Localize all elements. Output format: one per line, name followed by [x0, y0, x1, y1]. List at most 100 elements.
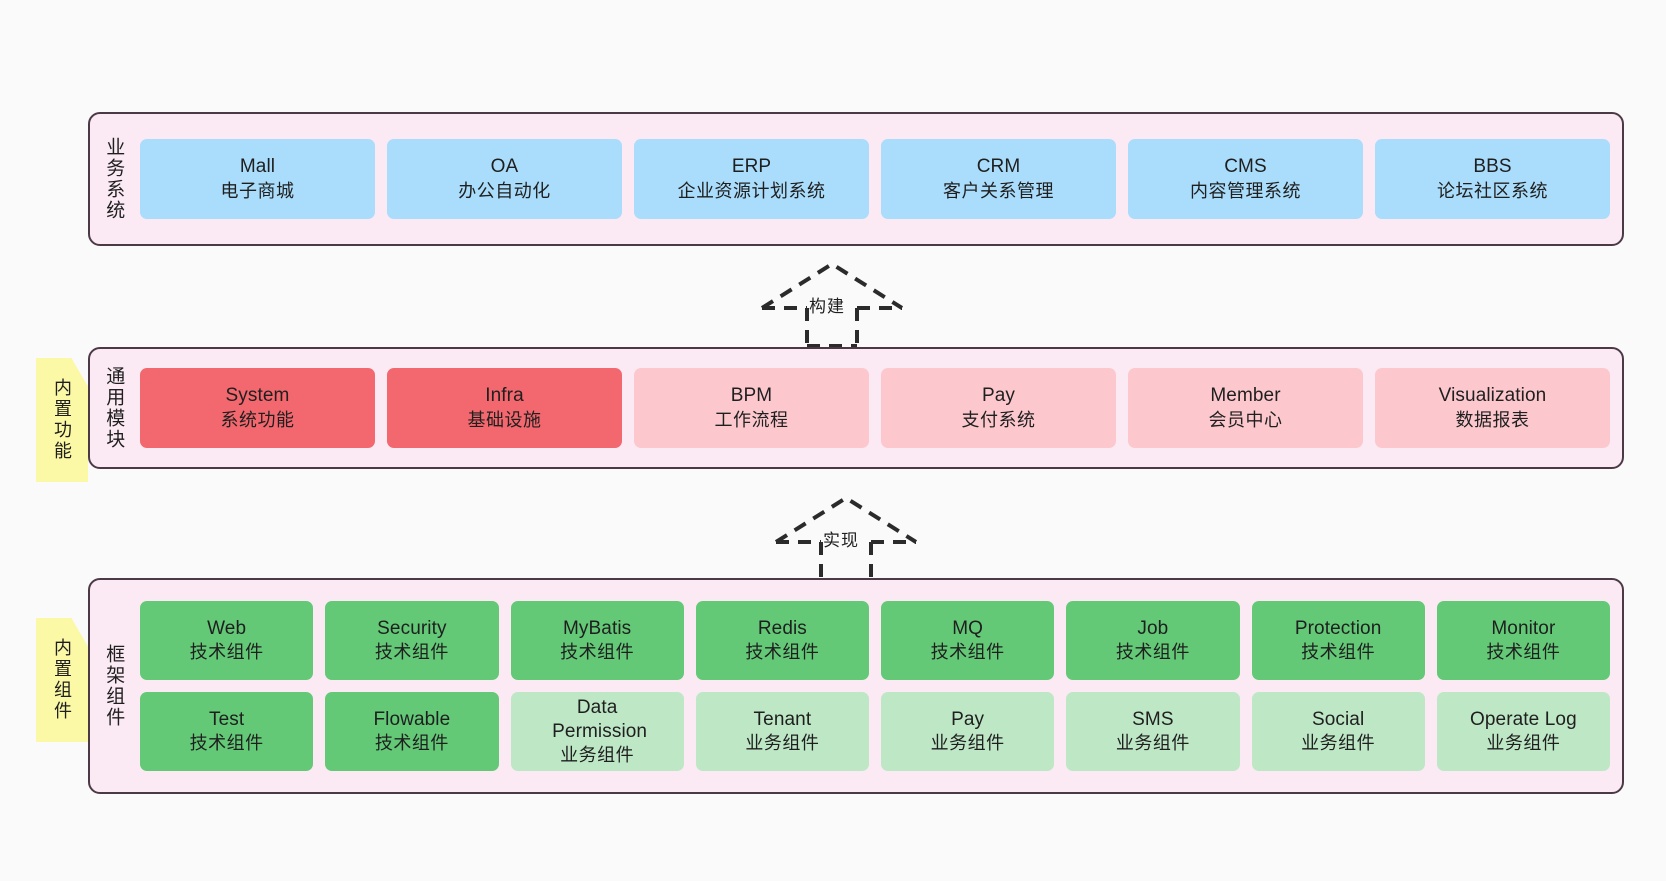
card-title: Operate Log [1470, 708, 1577, 730]
layer-title-framework-components: 框架组件 [103, 644, 125, 728]
card-operate-log[interactable]: Operate Log 业务组件 [1436, 692, 1610, 771]
card-title: Web [207, 617, 247, 639]
card-title: System [225, 385, 290, 407]
card-title: Data Permission [552, 696, 648, 742]
card-subtitle: 会员中心 [1208, 409, 1283, 430]
card-subtitle: 技术组件 [560, 642, 635, 663]
card-redis[interactable]: Redis 技术组件 [695, 601, 869, 680]
card-sms[interactable]: SMS 业务组件 [1066, 692, 1240, 771]
card-subtitle: 支付系统 [961, 409, 1036, 430]
connector-build-label: 构建 [809, 297, 845, 316]
card-row: Test 技术组件 Flowable 技术组件 Data Permission … [140, 692, 1610, 771]
card-title: Job [1137, 617, 1169, 639]
card-subtitle: 客户关系管理 [943, 180, 1054, 201]
card-subtitle: 办公自动化 [458, 180, 551, 201]
card-title: ERP [731, 156, 772, 178]
card-subtitle: 基础设施 [467, 409, 542, 430]
card-subtitle: 技术组件 [374, 733, 449, 754]
card-title: SMS [1132, 708, 1174, 730]
card-title: Pay [951, 708, 985, 730]
card-subtitle: 数据报表 [1455, 409, 1530, 430]
layer-body-business-system: Mall 电子商城 OA 办公自动化 ERP 企业资源计划系统 CRM 客户关系… [136, 114, 1622, 244]
card-data-permission[interactable]: Data Permission 业务组件 [510, 692, 684, 771]
card-subtitle: 技术组件 [189, 642, 264, 663]
card-subtitle: 业务组件 [1486, 733, 1561, 754]
card-title: BPM [730, 385, 773, 407]
card-monitor[interactable]: Monitor 技术组件 [1436, 601, 1610, 680]
card-job[interactable]: Job 技术组件 [1066, 601, 1240, 680]
card-visualization[interactable]: Visualization 数据报表 [1375, 368, 1610, 448]
card-infra[interactable]: Infra 基础设施 [387, 368, 622, 448]
card-pay-component[interactable]: Pay 业务组件 [881, 692, 1055, 771]
card-title: Social [1311, 708, 1365, 730]
card-subtitle: 技术组件 [1486, 642, 1561, 663]
layer-framework-components: 框架组件 Web 技术组件 Security 技术组件 MyBatis 技术组件 [88, 578, 1624, 794]
card-subtitle: 工作流程 [714, 409, 789, 430]
card-title: OA [490, 156, 519, 178]
card-pay[interactable]: Pay 支付系统 [881, 368, 1116, 448]
card-title: Monitor [1491, 617, 1556, 639]
card-bpm[interactable]: BPM 工作流程 [634, 368, 869, 448]
layer-title-common-modules: 通用模块 [103, 366, 125, 450]
card-subtitle: 技术组件 [1301, 642, 1376, 663]
card-mq[interactable]: MQ 技术组件 [881, 601, 1055, 680]
card-subtitle: 企业资源计划系统 [677, 180, 826, 201]
card-title: Tenant [753, 708, 812, 730]
card-subtitle: 内容管理系统 [1190, 180, 1301, 201]
card-subtitle: 业务组件 [745, 733, 820, 754]
card-subtitle: 技术组件 [189, 733, 264, 754]
card-flowable[interactable]: Flowable 技术组件 [325, 692, 499, 771]
card-title: BBS [1473, 156, 1512, 178]
card-erp[interactable]: ERP 企业资源计划系统 [634, 139, 869, 219]
note-label: 内置功能 [52, 378, 72, 462]
card-test[interactable]: Test 技术组件 [140, 692, 314, 771]
layer-title-business-system: 业务系统 [103, 137, 125, 221]
card-subtitle: 技术组件 [930, 642, 1005, 663]
card-subtitle: 业务组件 [930, 733, 1005, 754]
card-row: System 系统功能 Infra 基础设施 BPM 工作流程 Pay 支付系统 [140, 368, 1610, 448]
layer-body-framework-components: Web 技术组件 Security 技术组件 MyBatis 技术组件 Redi… [136, 580, 1622, 792]
layer-body-common-modules: System 系统功能 Infra 基础设施 BPM 工作流程 Pay 支付系统 [136, 349, 1622, 467]
card-mybatis[interactable]: MyBatis 技术组件 [510, 601, 684, 680]
card-subtitle: 业务组件 [1115, 733, 1190, 754]
card-title: Mall [239, 156, 276, 178]
card-title: MyBatis [562, 617, 632, 639]
card-crm[interactable]: CRM 客户关系管理 [881, 139, 1116, 219]
card-web[interactable]: Web 技术组件 [140, 601, 314, 680]
card-protection[interactable]: Protection 技术组件 [1251, 601, 1425, 680]
card-tenant[interactable]: Tenant 业务组件 [695, 692, 869, 771]
card-subtitle: 业务组件 [1301, 733, 1376, 754]
card-mall[interactable]: Mall 电子商城 [140, 139, 375, 219]
card-cms[interactable]: CMS 内容管理系统 [1128, 139, 1363, 219]
card-title: Redis [757, 617, 807, 639]
card-subtitle: 技术组件 [1115, 642, 1190, 663]
card-member[interactable]: Member 会员中心 [1128, 368, 1363, 448]
note-builtin-components: 内置组件 [36, 618, 88, 742]
card-bbs[interactable]: BBS 论坛社区系统 [1375, 139, 1610, 219]
card-title: Pay [981, 385, 1016, 407]
card-row: Web 技术组件 Security 技术组件 MyBatis 技术组件 Redi… [140, 601, 1610, 680]
card-oa[interactable]: OA 办公自动化 [387, 139, 622, 219]
card-title: CRM [976, 156, 1021, 178]
card-title: Flowable [373, 708, 451, 730]
card-security[interactable]: Security 技术组件 [325, 601, 499, 680]
card-subtitle: 技术组件 [745, 642, 820, 663]
note-fold-corner [71, 618, 88, 635]
note-fold-corner [71, 358, 88, 375]
card-social[interactable]: Social 业务组件 [1251, 692, 1425, 771]
card-title: Security [377, 617, 447, 639]
connector-implement-label: 实现 [823, 531, 859, 550]
card-subtitle: 技术组件 [374, 642, 449, 663]
layer-business-system: 业务系统 Mall 电子商城 OA 办公自动化 ERP 企业资源计划系统 [88, 112, 1624, 246]
card-title: Test [209, 708, 245, 730]
card-title: Infra [485, 385, 524, 407]
card-subtitle: 论坛社区系统 [1437, 180, 1548, 201]
card-system[interactable]: System 系统功能 [140, 368, 375, 448]
card-subtitle: 电子商城 [220, 180, 295, 201]
card-title: Member [1210, 385, 1281, 407]
card-subtitle: 系统功能 [220, 409, 295, 430]
note-label: 内置组件 [52, 638, 72, 722]
card-title: Protection [1294, 617, 1382, 639]
card-title: MQ [952, 617, 984, 639]
